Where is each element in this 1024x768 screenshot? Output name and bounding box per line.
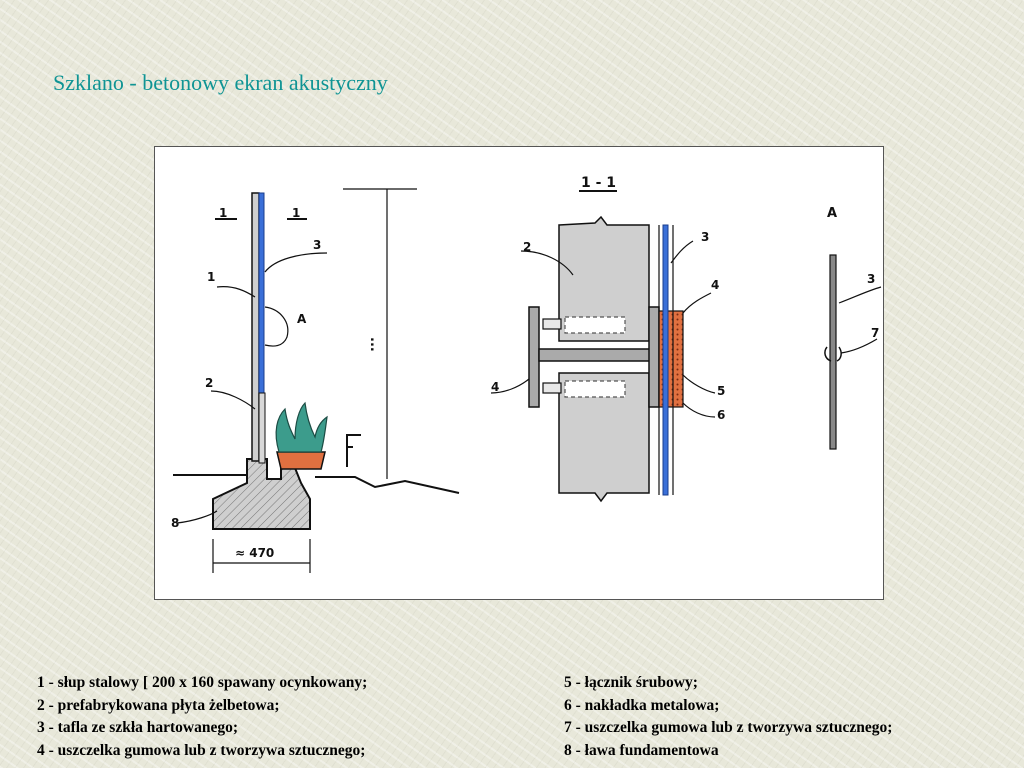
legend-left: 1 - słup stalowy [ 200 x 160 spawany ocy… [37, 672, 367, 762]
legend-item: 4 - uszczelka gumowa lub z tworzywa sztu… [37, 741, 366, 759]
mark-6-section: 6 [717, 408, 725, 422]
mark-1-section-left: 1 [219, 206, 227, 220]
section-view: 1 - 1 [490, 175, 716, 503]
page-title: Szklano - betonowy ekran akustyczny [53, 70, 388, 95]
detail-a-view: A [824, 206, 882, 450]
steel-post-section [538, 348, 652, 362]
legend-item: 8 - ława fundamentowa [564, 741, 719, 759]
mark-8: 8 [171, 516, 179, 530]
elevation-view [173, 188, 460, 573]
foundation-footing [212, 458, 311, 530]
mark-3: 3 [313, 238, 321, 252]
mark-3-section: 3 [701, 230, 709, 244]
detail-glass-edge [829, 254, 837, 450]
legend-item: 1 - słup stalowy [ 200 x 160 spawany ocy… [37, 674, 368, 691]
mark-4-section-right: 4 [711, 278, 719, 292]
mark-3-detail: 3 [867, 272, 875, 286]
mark-2-section: 2 [523, 240, 531, 254]
detail-ref-label: A [297, 312, 307, 326]
glass-pane [258, 192, 265, 394]
steel-post [251, 192, 260, 462]
technical-drawing: 1 1 3 1 2 8 A ... ≈ 470 1 - 1 [154, 146, 884, 600]
legend-item: 2 - prefabrykowana płyta żelbetowa; [37, 696, 280, 714]
drawing-canvas: 1 1 3 1 2 8 A ... ≈ 470 1 - 1 [171, 175, 882, 573]
glass-pane-section [662, 224, 669, 496]
mark-1: 1 [207, 270, 215, 284]
mark-7-detail: 7 [871, 326, 879, 340]
mark-1-section-right: 1 [292, 206, 300, 220]
mark-2: 2 [205, 376, 213, 390]
detail-label: A [827, 206, 837, 221]
legend-item: 3 - tafla ze szkła hartowanego; [37, 719, 239, 736]
mark-4-section-left: 4 [491, 380, 499, 394]
upper-concrete-panel [558, 215, 650, 342]
mark-5-section: 5 [717, 384, 725, 398]
plant [275, 401, 328, 453]
legend-item: 7 - uszczelka gumowa lub z tworzywa sztu… [564, 719, 893, 736]
plant-pot [276, 451, 326, 470]
bottom-dimension-label: ≈ 470 [235, 546, 274, 560]
legend-right: 5 - łącznik śrubowy; 6 - nakładka metalo… [564, 672, 892, 762]
legend-item: 5 - łącznik śrubowy; [564, 674, 698, 691]
height-dimension: ... [367, 337, 382, 352]
legend-item: 6 - nakładka metalowa; [564, 696, 720, 714]
section-label: 1 - 1 [581, 175, 616, 191]
